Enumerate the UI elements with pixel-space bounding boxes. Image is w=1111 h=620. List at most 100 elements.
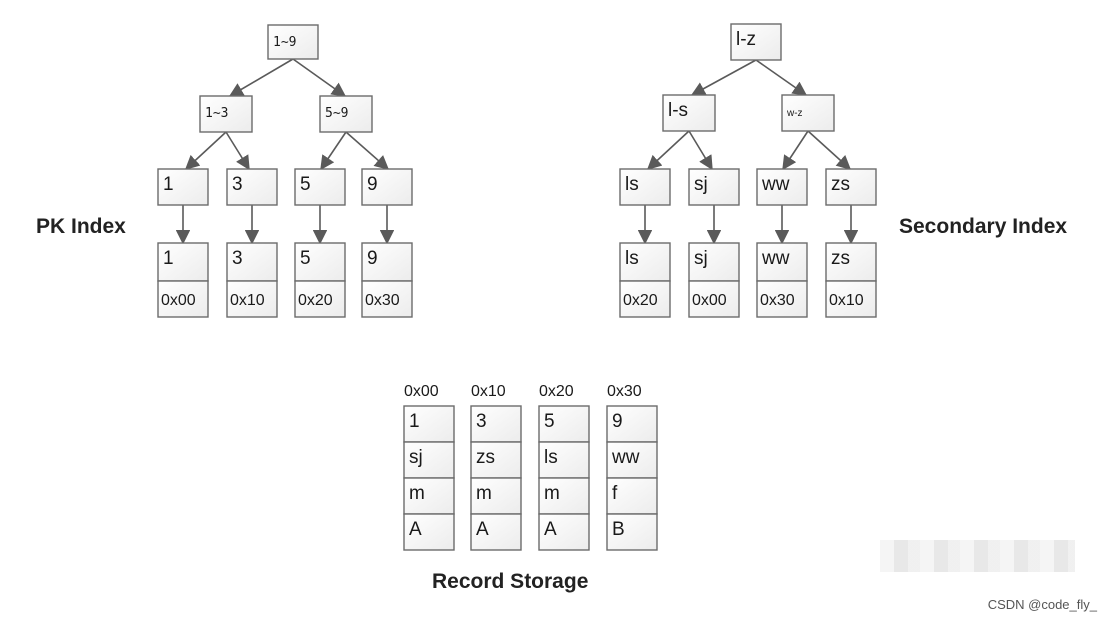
pk-level2-node-text: 5 [300,174,311,195]
sec-leaf-addr: 0x30 [756,280,808,318]
record-field-box [538,513,590,551]
record-field-box [403,513,455,551]
record-field-text: 5 [544,411,555,432]
pk-level2-node-box [294,168,346,206]
record-field: zs [470,441,522,479]
pk-leaf-key-box [226,242,278,282]
pk-level2-node-box [226,168,278,206]
pk-leaf-addr-box [294,280,346,318]
pk-level1-node-box [319,95,373,133]
record-field-box [470,441,522,479]
pk-leaf-key-text: 5 [300,248,311,269]
record-address: 0x10 [471,383,506,400]
record-field: f [606,477,658,515]
sec-level2-node: ww [756,168,808,206]
record-field-text: A [476,519,489,540]
sec-leaf-key-box [619,242,671,282]
sec-root-node-box [730,23,782,61]
sec-level2-node-box [756,168,808,206]
record-field-text: A [409,519,422,540]
record-field-box [538,405,590,443]
pk-level2-node: 9 [361,168,413,206]
sec-root-node-text: l-z [736,29,756,50]
sec-leaf-key-text: sj [694,248,708,269]
sec-level2-node-box [688,168,740,206]
record-field-box [606,477,658,515]
record-field-text: zs [476,447,495,468]
sec-leaf-addr: 0x20 [619,280,671,318]
record-field-text: ls [544,447,558,468]
sec-level1-node-text: w-z [786,108,803,119]
edges-layer [175,58,859,245]
sec-level2-node: sj [688,168,740,206]
record-field-text: B [612,519,625,540]
blurred-overlay [880,540,1075,572]
pk-leaf-addr-text: 0x10 [230,292,265,309]
pk-edge [225,131,250,171]
record-field: m [470,477,522,515]
sec-leaf-addr: 0x10 [825,280,877,318]
pk-level1-node-text: 1~3 [205,106,228,121]
sec-root-node: l-z [730,23,782,61]
record-field-text: m [476,483,492,504]
record-field: 3 [470,405,522,443]
sec-leaf-key-text: ls [625,248,639,269]
record-field-box [470,513,522,551]
pk-edge [184,131,227,170]
sec-leaf-key-text: zs [831,248,850,269]
record-field-text: m [544,483,560,504]
record-field: A [470,513,522,551]
record-field: 5 [538,405,590,443]
record-field: A [538,513,590,551]
record-field-text: A [544,519,557,540]
record-field: B [606,513,658,551]
sec-level2-node-box [825,168,877,206]
sec-level2-node: ls [619,168,671,206]
pk-edge [345,131,390,170]
pk-leaf-addr-box [157,280,209,318]
sec-edge [688,130,713,171]
sec-leaf-addr-text: 0x30 [760,292,795,309]
record-field-box [403,477,455,515]
sec-leaf-addr-box [756,280,808,318]
record-field: sj [403,441,455,479]
sec-leaf-key-box [756,242,808,282]
sec-level2-node-text: zs [831,174,850,195]
record-field-text: ww [611,447,640,468]
pk-leaf-key-text: 1 [163,248,174,269]
record-field: A [403,513,455,551]
pk-leaf-addr: 0x00 [157,280,209,318]
pk-root-node-box [267,24,319,60]
pk-leaf-key: 3 [226,242,278,282]
sec-leaf-key: sj [688,242,740,282]
pk-leaf-addr-box [226,280,278,318]
sec-leaf-key-text: ww [761,248,790,269]
sec-edge [782,130,809,171]
pk-edge [228,58,294,97]
record-field: 1 [403,405,455,443]
sec-level1-node: l-s [662,94,716,132]
sec-level2-node-box [619,168,671,206]
sec-leaf-addr-box [619,280,671,318]
pk-leaf-addr-text: 0x20 [298,292,333,309]
record-address: 0x00 [404,383,439,400]
sec-leaf-key: ls [619,242,671,282]
pk-level1-node: 1~3 [199,95,253,133]
pk-level2-node-text: 1 [163,174,174,195]
pk-index-label: PK Index [36,215,126,238]
pk-leaf-key-box [157,242,209,282]
record-field: m [403,477,455,515]
secondary-index-label: Secondary Index [899,215,1067,238]
record-address: 0x30 [607,383,642,400]
pk-leaf-addr-box [361,280,413,318]
pk-edge [320,131,347,171]
sec-level1-node-text: l-s [668,100,688,121]
pk-leaf-addr-text: 0x30 [365,292,400,309]
record-field: ls [538,441,590,479]
record-field-box [606,405,658,443]
record-field-box [538,441,590,479]
sec-leaf-key-box [825,242,877,282]
pk-leaf-key: 1 [157,242,209,282]
record-address: 0x20 [539,383,574,400]
